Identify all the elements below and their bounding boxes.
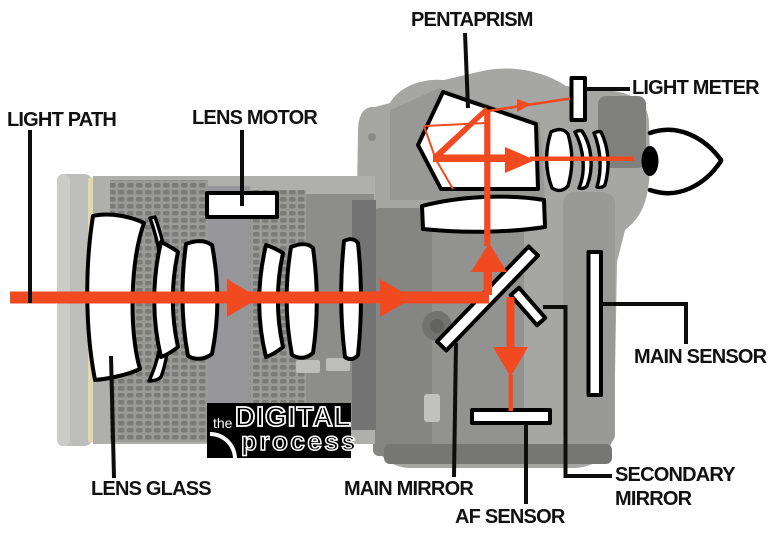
leader-secondary-mirror [543,305,612,478]
camera-dial-center [430,319,444,333]
main-beam-arrow-1 [227,279,259,317]
camera-front-panel [373,208,435,456]
lens-cap-rim [57,174,70,446]
camera-screw [368,133,376,141]
up-beam-arrow [471,243,507,272]
prism-exit-arrow [505,147,535,173]
focusing-screen [420,194,547,234]
label-secondary-mirror-line1: SECONDARY [615,464,736,486]
meter-ray-arrow [517,99,531,112]
prism-ray-thick [433,107,489,159]
eye-lower-lid [647,158,724,196]
leader-lines [28,32,688,504]
logo-quarter-circle-icon [210,432,237,459]
down-beam-arrow [493,347,528,377]
down-beam [506,297,515,349]
main-sensor-box [586,250,603,397]
pentaprism-rays [423,107,535,190]
label-secondary-mirror: SECONDARY MIRROR [615,463,736,511]
eye-upper-lid [647,127,724,163]
prism-ray-left [423,125,436,158]
prism-ray-wedge [436,111,487,160]
up-beam-lower [483,268,492,295]
light-meter-box [569,76,587,122]
label-secondary-mirror-line2: MIRROR [615,488,692,510]
main-beam-arrow-2 [380,279,413,317]
label-lens-glass: LENS GLASS [91,478,212,500]
lens-switch-2 [326,358,350,371]
prism-exit-beam [433,154,507,162]
eyepiece-beam [530,156,634,161]
leader-pentaprism [463,32,470,109]
leader-lens-glass [109,355,116,479]
camera-bottom-plate [384,444,612,464]
logo-digital: DIGITAL [234,400,352,433]
camera-card-door [424,394,440,422]
logo-the: the [213,415,233,431]
prism-ray-down [434,157,454,190]
leader-main-sensor [601,302,688,344]
label-main-sensor: MAIN SENSOR [634,346,767,368]
label-main-mirror: MAIN MIRROR [344,478,474,500]
down-beam-thin [508,375,513,411]
eye-pupil [641,146,659,176]
up-beam-upper [484,110,491,246]
label-lens-motor: LENS MOTOR [192,107,318,129]
camera-viewfinder-housing [598,96,646,168]
prism-ray-top [423,122,487,127]
light-path-beams [10,97,634,411]
digital-process-logo: the DIGITAL process [207,400,356,459]
label-pentaprism: PENTAPRISM [411,9,533,31]
lens-switch-1 [296,360,320,373]
logo-process: process [240,425,359,457]
secondary-mirror-shape [508,285,548,328]
label-light-meter: LIGHT METER [632,77,760,99]
leader-main-mirror [452,342,458,478]
label-af-sensor: AF SENSOR [455,506,565,528]
eye-icon [641,127,724,196]
af-sensor-box [470,408,552,425]
label-light-path: LIGHT PATH [7,109,117,131]
